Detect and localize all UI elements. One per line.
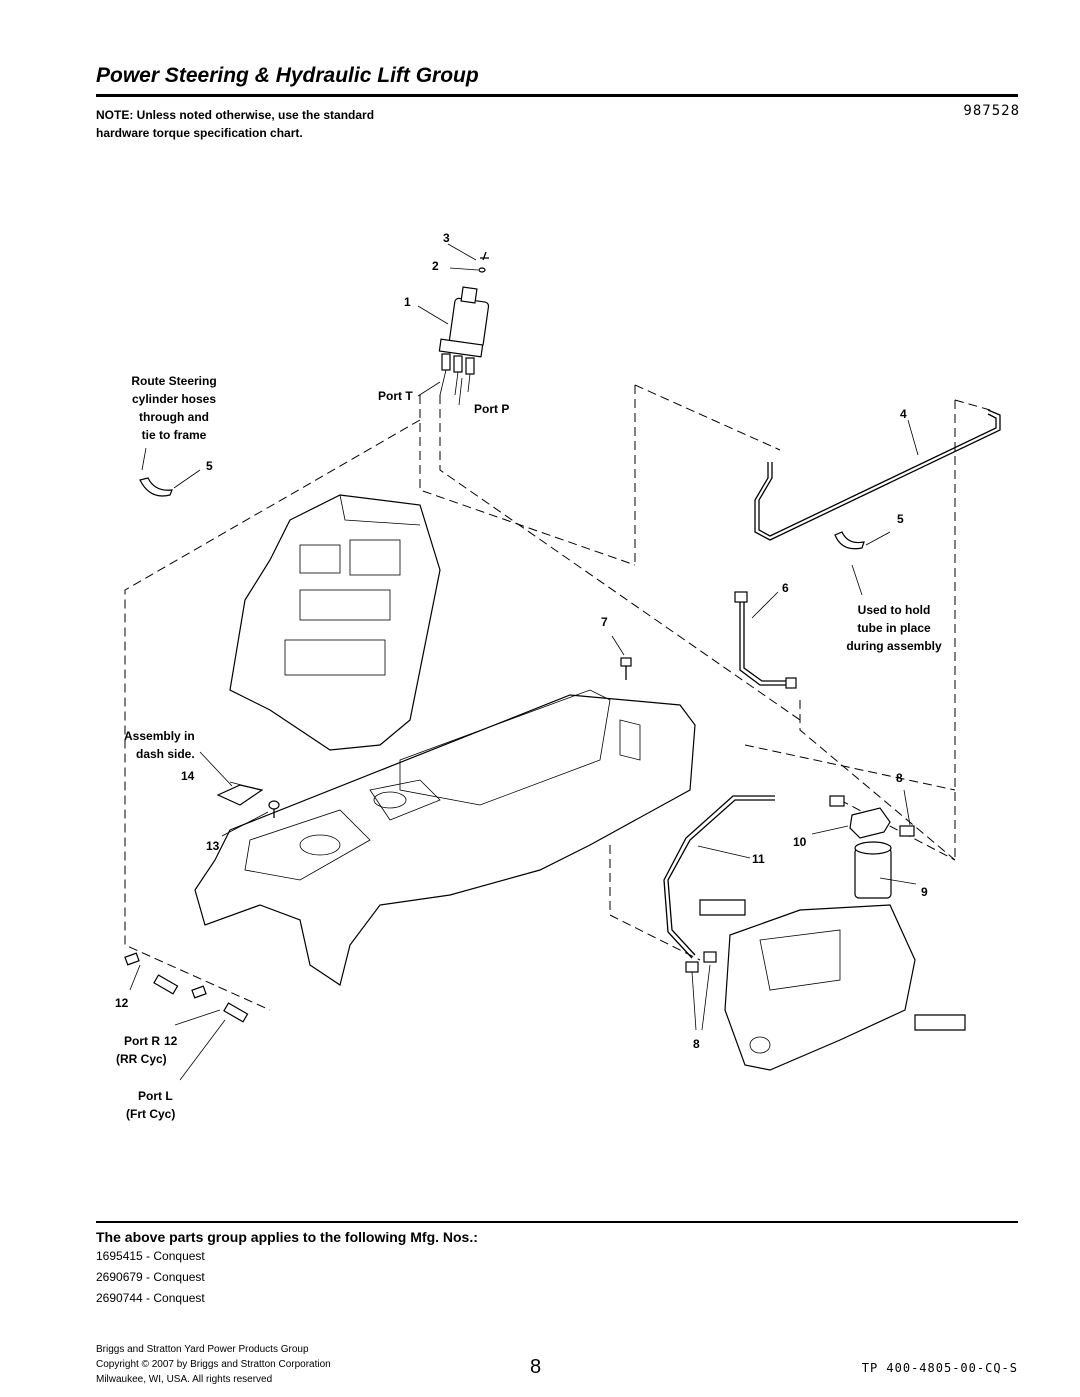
part-number-14: 14 (181, 769, 195, 783)
applies-heading: The above parts group applies to the fol… (96, 1229, 478, 1245)
part-number-5-right: 5 (897, 512, 904, 526)
washer-part-2 (478, 267, 486, 273)
part-number-2: 2 (432, 259, 439, 273)
steering-cylinder-part-1 (438, 286, 490, 396)
filter-head-part-10 (849, 807, 891, 839)
svg-text:through and: through and (139, 410, 209, 424)
fitting-part-8-upper (829, 795, 915, 837)
part-number-1: 1 (404, 295, 411, 309)
torque-note: NOTE: Unless noted otherwise, use the st… (96, 108, 375, 140)
part-number-13: 13 (206, 839, 220, 853)
list-item: 2690744 - Conquest (96, 1291, 205, 1305)
svg-text:tube in place: tube in place (857, 621, 931, 635)
screw-part-13 (268, 800, 280, 818)
svg-text:Port L: Port L (138, 1089, 173, 1103)
callout-port-l: Port L (Frt Cyc) (126, 1089, 175, 1121)
assembly-guide-lines (124, 384, 991, 1011)
diagram-number: 987528 (963, 103, 1020, 119)
page-title: Power Steering & Hydraulic Lift Group (96, 64, 479, 87)
fitting-part-12 (124, 952, 249, 1023)
callout-port-t: Port T (378, 389, 413, 403)
part-number-12-right: 12 (164, 1034, 178, 1048)
document-code: TP 400-4805-00-CQ-S (861, 1361, 1018, 1375)
callout-used-to-hold: Used to hold tube in place during assemb… (846, 603, 942, 653)
part-number-5-left: 5 (206, 459, 213, 473)
svg-text:Route Steering: Route Steering (131, 374, 216, 388)
section-rule (96, 1221, 1018, 1223)
dash-frame (229, 494, 441, 751)
callout-route-steering: Route Steering cylinder hoses through an… (131, 374, 216, 442)
hydraulic-filter-part-9 (854, 841, 892, 899)
leader-lines (129, 243, 919, 1081)
svg-text:Used to hold: Used to hold (858, 603, 931, 617)
svg-text:Assembly in: Assembly in (124, 729, 195, 743)
svg-text:during assembly: during assembly (846, 639, 942, 653)
bolt-part-7 (620, 657, 632, 680)
footer-address: Milwaukee, WI, USA. All rights reserved (96, 1374, 273, 1385)
svg-text:tie to frame: tie to frame (142, 428, 207, 442)
svg-text:cylinder hoses: cylinder hoses (132, 392, 216, 406)
transaxle (699, 899, 966, 1071)
tube-part-6 (734, 591, 797, 689)
hose-part-11 (663, 795, 775, 959)
bracket-part-14 (216, 784, 264, 806)
callout-port-r: Port R (RR Cyc) (116, 1034, 167, 1066)
part-number-9: 9 (921, 885, 928, 899)
page-number: 8 (530, 1356, 542, 1378)
callout-port-p: Port P (474, 402, 509, 416)
svg-text:Port R: Port R (124, 1034, 160, 1048)
part-number-7: 7 (601, 615, 608, 629)
tie-clamp-part-5-right (834, 531, 865, 550)
mfg-number-list: 1695415 - Conquest 2690679 - Conquest 26… (96, 1246, 205, 1309)
part-number-3: 3 (443, 231, 450, 245)
part-number-8-lower: 8 (693, 1037, 700, 1051)
footer-company-block: Briggs and Stratton Yard Power Products … (96, 1342, 331, 1387)
part-number-10: 10 (793, 835, 807, 849)
part-number-11: 11 (752, 852, 765, 866)
screw-part-3 (480, 251, 489, 261)
callout-assembly-in-dash: Assembly in dash side. (124, 729, 195, 761)
part-number-6: 6 (782, 581, 789, 595)
svg-text:(Frt Cyc): (Frt Cyc) (126, 1107, 175, 1121)
part-number-4: 4 (900, 407, 907, 421)
title-rule (96, 94, 1018, 97)
svg-text:dash side.: dash side. (136, 747, 195, 761)
svg-text:(RR Cyc): (RR Cyc) (116, 1052, 167, 1066)
lift-tube-part-4 (754, 409, 1001, 541)
footer-company: Briggs and Stratton Yard Power Products … (96, 1344, 309, 1355)
main-chassis-frame (194, 689, 696, 986)
footer-copyright: Copyright © 2007 by Briggs and Stratton … (96, 1359, 331, 1370)
part-number-8-upper: 8 (896, 771, 903, 785)
list-item: 2690679 - Conquest (96, 1270, 205, 1284)
tie-clamp-part-5-left (139, 477, 173, 497)
part-number-12-left: 12 (115, 996, 129, 1010)
list-item: 1695415 - Conquest (96, 1249, 205, 1263)
